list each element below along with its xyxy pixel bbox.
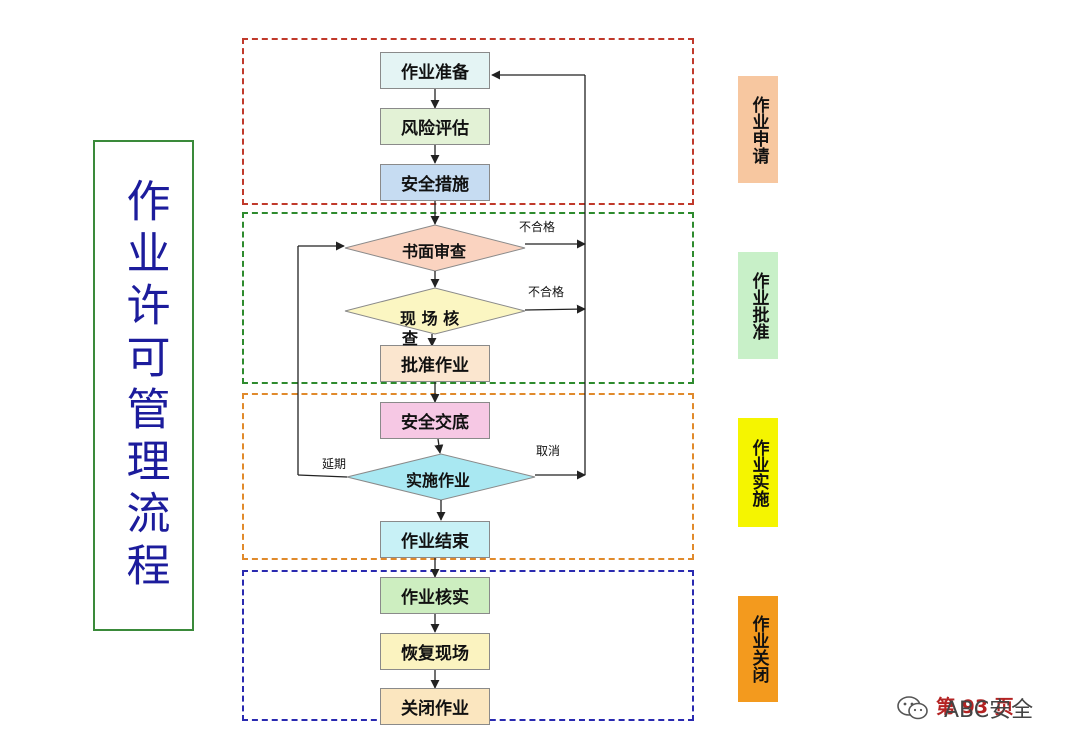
main-title-box: 作业许可管理流程 bbox=[93, 140, 194, 631]
edge-label-cancel: 取消 bbox=[536, 444, 561, 458]
step-verify: 作业核实 bbox=[380, 577, 490, 614]
diamond-site-check bbox=[344, 287, 526, 335]
wechat-icon bbox=[897, 696, 928, 720]
step-approve-work: 批准作业 bbox=[380, 345, 490, 382]
step-risk: 风险评估 bbox=[380, 108, 490, 145]
edge-label-extend: 延期 bbox=[322, 457, 347, 471]
diamond-execute-label: 实施作业 bbox=[406, 471, 471, 490]
phase-label-close: 作业关闭 bbox=[738, 596, 778, 702]
step-restore: 恢复现场 bbox=[380, 633, 490, 670]
edge-label-fail-review: 不合格 bbox=[519, 220, 556, 234]
watermark-brand: ABC安全 bbox=[944, 698, 1034, 723]
main-title: 作业许可管理流程 bbox=[118, 177, 170, 594]
phase-label-implement: 作业实施 bbox=[738, 418, 778, 527]
step-close-work: 关闭作业 bbox=[380, 688, 490, 725]
phase-label-approve: 作业批准 bbox=[738, 252, 778, 359]
step-prep: 作业准备 bbox=[380, 52, 490, 89]
diamond-site-check-label: 现 场 核 bbox=[400, 309, 460, 328]
diamond-review bbox=[344, 224, 526, 272]
step-safety: 安全措施 bbox=[380, 164, 490, 201]
step-end: 作业结束 bbox=[380, 521, 490, 558]
phase-label-apply: 作业申请 bbox=[738, 76, 778, 183]
watermark-page-number: 第 93 页 bbox=[936, 696, 1014, 718]
edge-label-fail-site: 不合格 bbox=[528, 285, 565, 299]
step-briefing: 安全交底 bbox=[380, 402, 490, 439]
diamond-site-check-label-2: 查 bbox=[402, 329, 419, 348]
phase-box-approve bbox=[242, 212, 694, 384]
diamond-execute bbox=[346, 453, 536, 501]
phase-box-apply bbox=[242, 38, 694, 205]
watermark: 第 93 页 ABC安全 bbox=[896, 690, 1033, 726]
phase-box-implement bbox=[242, 393, 694, 560]
diamond-review-label: 书面审查 bbox=[402, 242, 467, 261]
